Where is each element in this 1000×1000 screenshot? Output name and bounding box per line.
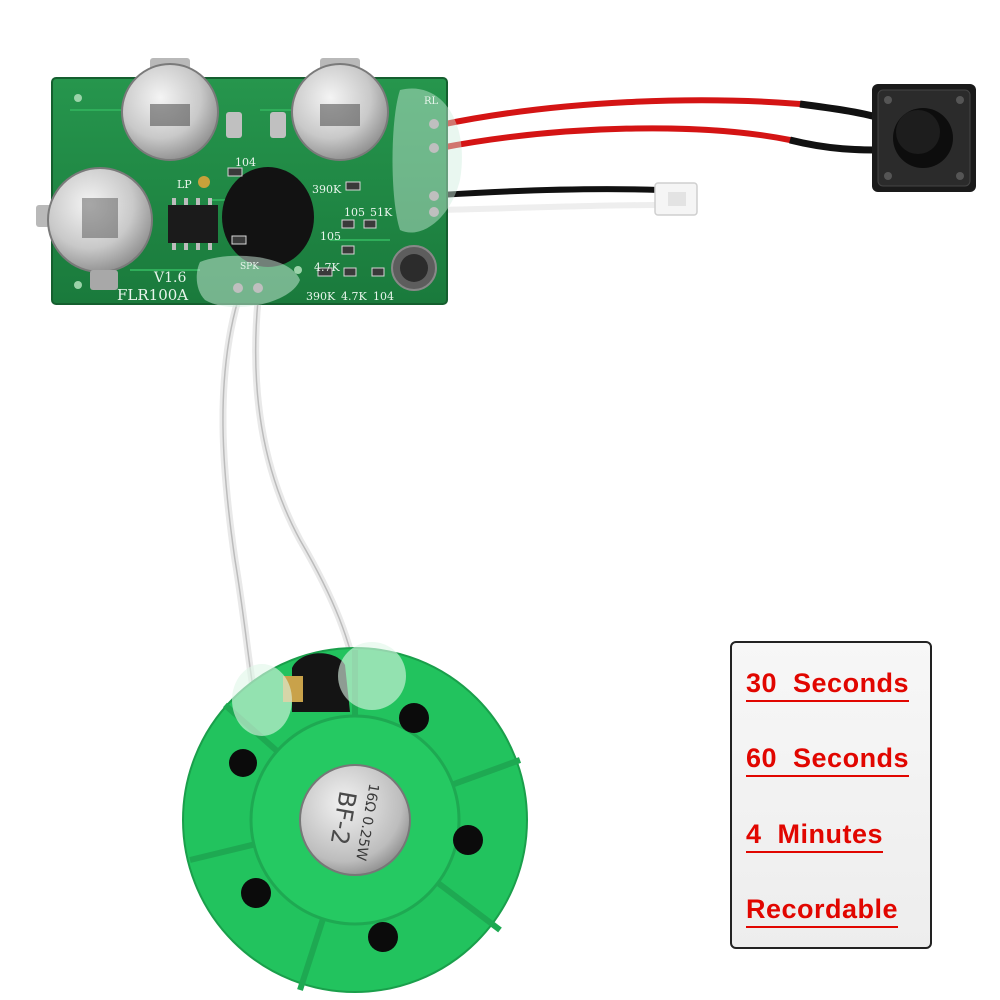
board-marking: LP xyxy=(177,178,192,191)
board-marking: 390K xyxy=(312,183,342,196)
pcb-board: 104 LP 390K 105 51K 105 4.7K 390K 4.7K 1… xyxy=(36,58,462,308)
push-button-switch xyxy=(872,84,976,192)
feature-list-box: 30 Seconds 60 Seconds 4 Minutes Recordab… xyxy=(730,641,932,949)
feature-item-60-seconds: 60 Seconds xyxy=(746,744,910,778)
board-version-label: V1.6 xyxy=(153,270,186,286)
switch-wires xyxy=(439,97,882,154)
microphone xyxy=(391,245,437,291)
speaker-holes xyxy=(229,703,483,952)
board-marking: 390K xyxy=(306,290,336,303)
board-marking: 105 xyxy=(344,206,365,219)
board-marking: SPK xyxy=(240,262,259,272)
feature-item-30-seconds: 30 Seconds xyxy=(746,669,910,703)
feature-item-4-minutes: 4 Minutes xyxy=(746,820,884,854)
board-model-label: FLR100A xyxy=(117,286,188,304)
board-marking: 105 xyxy=(320,230,341,243)
smd-components xyxy=(227,167,385,277)
coin-battery xyxy=(291,58,389,161)
board-marking: RL xyxy=(424,96,439,107)
board-marking: 51K xyxy=(370,206,393,219)
board-marking: 104 xyxy=(235,156,256,169)
board-marking: 104 xyxy=(373,290,394,303)
speaker: 16Ω 0.25W BF-2 xyxy=(182,642,528,993)
coin-battery xyxy=(36,167,153,290)
speaker-wires xyxy=(219,299,364,701)
ic-chip xyxy=(168,198,218,250)
epoxy-blob xyxy=(222,167,314,267)
board-marking: 4.7K xyxy=(341,290,367,303)
board-marking: 4.7K xyxy=(314,261,340,274)
microphone-wire xyxy=(439,182,698,216)
coin-battery xyxy=(121,58,219,161)
feature-item-recordable: Recordable xyxy=(746,895,899,929)
